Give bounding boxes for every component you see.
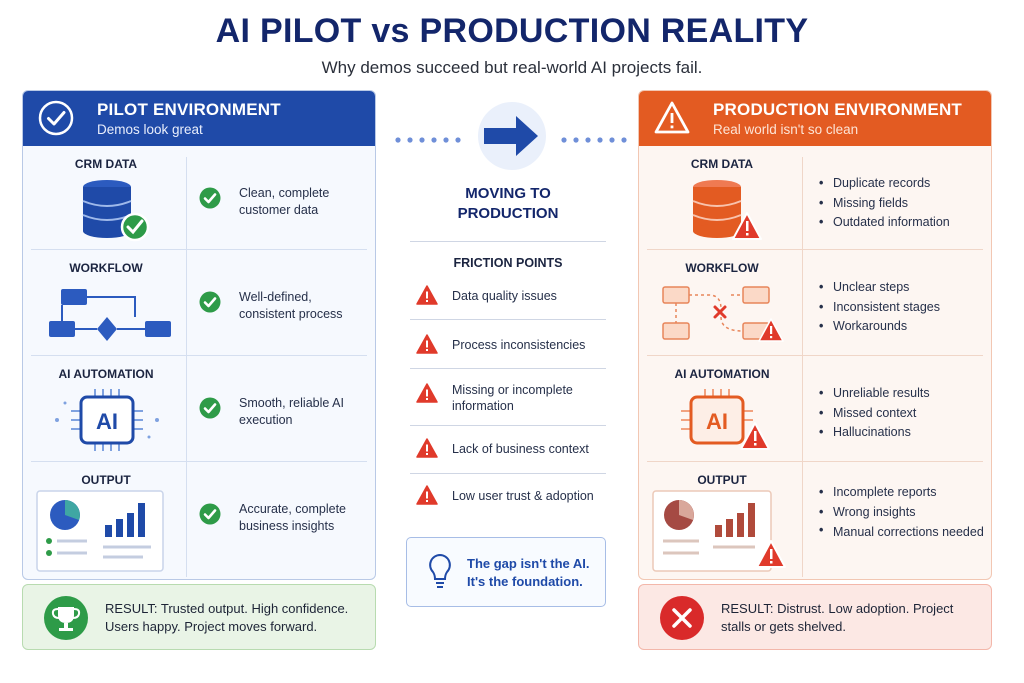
production-header-subtitle: Real world isn't so clean — [713, 122, 859, 137]
lightbulb-icon — [429, 553, 451, 588]
warning-icon — [654, 101, 690, 134]
row-label: CRM DATA — [690, 157, 754, 171]
divider — [31, 355, 367, 356]
production-row-output: OUTPUT Incomplete reports Wrong insights… — [639, 463, 991, 572]
warning-icon — [416, 334, 438, 354]
middle-heading-line2: PRODUCTION — [457, 205, 559, 222]
ai-chip-warning-icon: AI — [681, 389, 770, 450]
friction-item: Missing or incomplete information — [412, 381, 602, 425]
check-icon — [199, 187, 221, 209]
gap-callout: The gap isn't the AI. It's the foundatio… — [406, 537, 606, 607]
warning-icon — [416, 383, 438, 403]
row-label: CRM DATA — [74, 157, 138, 171]
database-warning-icon — [692, 180, 762, 240]
check-icon — [199, 397, 221, 419]
friction-item: Low user trust & adoption — [412, 484, 602, 528]
pilot-header-title: PILOT ENVIRONMENT — [97, 100, 281, 119]
pilot-result-box: RESULT: Trusted output. High confidence.… — [22, 584, 376, 650]
row-text: Smooth, reliable AI execution — [239, 396, 344, 427]
row-label: OUTPUT — [697, 473, 747, 487]
divider — [647, 249, 983, 250]
row-label: AI AUTOMATION — [674, 367, 770, 381]
bullet-list: Incomplete reports Wrong insights Manual… — [817, 483, 987, 540]
production-result-text: RESULT: Distrust. Low adoption. Project … — [721, 601, 954, 634]
pilot-row-output: OUTPUT Accurate, complete business insig… — [23, 463, 375, 572]
divider — [186, 157, 187, 577]
broken-workflow-icon — [662, 286, 784, 342]
friction-item: Data quality issues — [412, 284, 602, 328]
production-row-crm: CRM DATA Duplicate records Missing field… — [639, 147, 991, 251]
row-text: Well-defined, consistent process — [239, 290, 343, 321]
production-row-workflow: WORKFLOW Unclear steps Inconsistent stag… — [639, 251, 991, 355]
production-panel: PRODUCTION ENVIRONMENT Real world isn't … — [638, 90, 992, 580]
pilot-row-workflow: WORKFLOW Well-defined, consistent proces… — [23, 251, 375, 355]
row-label: OUTPUT — [81, 473, 131, 487]
page-subtitle: Why demos succeed but real-world AI proj… — [321, 58, 703, 77]
bullet-list: Duplicate records Missing fields Outdate… — [817, 174, 987, 233]
friction-item: Process inconsistencies — [412, 333, 602, 377]
ai-chip-label: AI — [96, 409, 118, 434]
divider — [31, 249, 367, 250]
divider — [410, 473, 606, 474]
divider — [410, 368, 606, 369]
pilot-header: PILOT ENVIRONMENT Demos look great — [23, 91, 375, 146]
ai-chip-icon: AI — [55, 389, 159, 451]
row-label: AI AUTOMATION — [58, 367, 154, 381]
friction-title: FRICTION POINTS — [453, 256, 563, 270]
page-title: AI PILOT vs PRODUCTION REALITY — [215, 12, 809, 50]
warning-icon — [416, 285, 438, 305]
divider — [31, 461, 367, 462]
divider — [647, 355, 983, 356]
close-circle-icon — [660, 596, 704, 640]
divider — [802, 157, 803, 577]
row-text: Accurate, complete business insights — [239, 502, 346, 533]
divider — [647, 461, 983, 462]
row-label: WORKFLOW — [685, 261, 759, 275]
arrow-icon — [395, 102, 627, 170]
row-text: Clean, complete customer data — [239, 186, 330, 217]
pilot-result-text: RESULT: Trusted output. High confidence.… — [105, 601, 349, 634]
pilot-panel: PILOT ENVIRONMENT Demos look great CRM D… — [22, 90, 376, 580]
report-warning-icon — [652, 490, 786, 572]
warning-icon — [416, 485, 438, 505]
pilot-row-ai: AI AUTOMATION AI Smooth, reliable AI exe… — [23, 357, 375, 461]
warning-icon — [416, 438, 438, 458]
check-icon — [199, 503, 221, 525]
row-label: WORKFLOW — [69, 261, 143, 275]
database-check-icon — [82, 180, 150, 242]
divider — [410, 425, 606, 426]
workflow-icon — [49, 289, 171, 341]
divider — [410, 241, 606, 242]
middle-heading: MOVING TO PRODUCTION — [408, 184, 608, 224]
pilot-header-subtitle: Demos look great — [97, 122, 203, 137]
production-result-box: RESULT: Distrust. Low adoption. Project … — [638, 584, 992, 650]
report-icon — [36, 490, 164, 572]
bullet-list: Unreliable results Missed context Halluc… — [817, 384, 987, 443]
bullet-list: Unclear steps Inconsistent stages Workar… — [817, 278, 987, 337]
friction-item: Lack of business context — [412, 437, 602, 481]
ai-chip-label: AI — [706, 409, 728, 434]
divider — [410, 319, 606, 320]
production-header-title: PRODUCTION ENVIRONMENT — [713, 100, 963, 119]
middle-heading-line1: MOVING TO — [465, 185, 551, 202]
check-icon — [199, 291, 221, 313]
gap-text: The gap isn't the AI. It's the foundatio… — [467, 556, 590, 589]
production-row-ai: AI AUTOMATION AI Unreliable results Miss… — [639, 357, 991, 461]
check-circle-icon — [38, 100, 74, 136]
pilot-row-crm: CRM DATA Clean, complete customer data — [23, 147, 375, 251]
trophy-icon — [44, 596, 88, 640]
production-header: PRODUCTION ENVIRONMENT Real world isn't … — [639, 91, 991, 146]
